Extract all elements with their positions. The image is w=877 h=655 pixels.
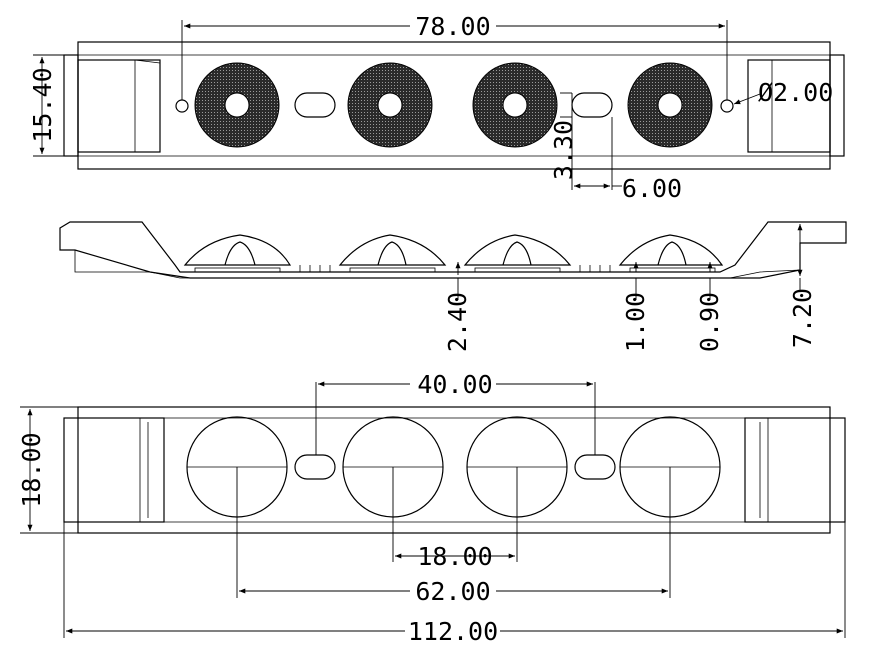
dim-62: 62.00: [415, 577, 490, 606]
dim-18-pitch: 18.00: [417, 542, 492, 571]
top-slot-left: [294, 92, 336, 118]
bottom-lenses: [186, 416, 721, 518]
dim-3-30: 3.30: [549, 120, 578, 180]
bottom-slot-left: [294, 454, 336, 480]
dim-2-40: 2.40: [443, 292, 472, 352]
dim-7-20: 7.20: [788, 288, 817, 348]
dim-6: 6.00: [622, 174, 682, 203]
top-outer-body: [77, 41, 831, 170]
bottom-view: 40.00 18.00 18.00 62.00 112.00: [17, 370, 846, 646]
top-led-rings: [194, 62, 713, 148]
top-view: 78.00 15.40 Ø2.00 3.30 6.00: [28, 12, 845, 203]
dim-78: 78.00: [415, 12, 490, 41]
top-mount-hole-left: [175, 99, 189, 113]
dim-0-90: 0.90: [695, 292, 724, 352]
side-view: 2.40 1.00 0.90 7.20: [59, 221, 847, 352]
dim-112: 112.00: [408, 617, 498, 646]
dim-18-height: 18.00: [17, 432, 46, 507]
top-left-clip: [77, 59, 161, 153]
dim-diameter-2: Ø2.00: [758, 78, 833, 107]
top-right-clip: [747, 59, 831, 153]
dim-15-40: 15.40: [28, 67, 57, 142]
side-profile: [59, 221, 847, 279]
bottom-outer-body: [77, 406, 831, 534]
top-slot-right: [571, 92, 613, 118]
dim-40: 40.00: [417, 370, 492, 399]
bottom-right-clip: [744, 417, 846, 523]
bottom-slot-right: [574, 454, 616, 480]
side-lens-domes: [183, 234, 724, 266]
dim-1: 1.00: [621, 292, 650, 352]
bottom-left-clip: [63, 417, 165, 523]
top-mount-hole-right: [720, 99, 734, 113]
